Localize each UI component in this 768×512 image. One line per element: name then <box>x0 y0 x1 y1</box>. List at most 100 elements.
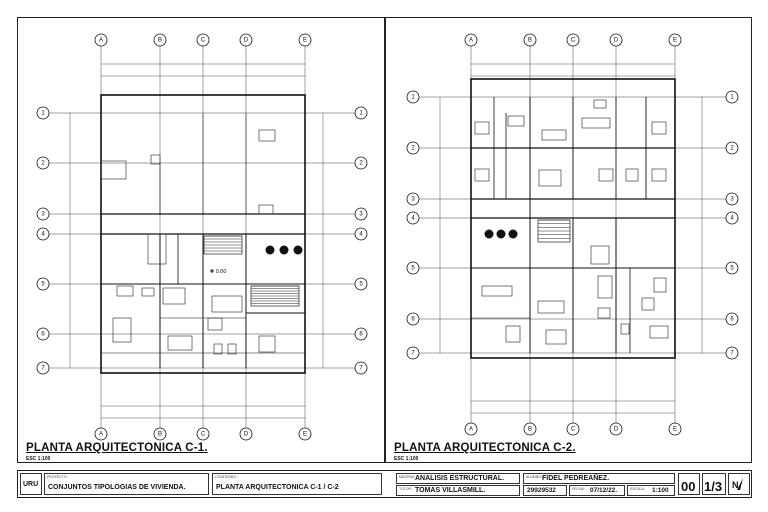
furniture <box>593 99 607 109</box>
grid-bubble-row <box>406 312 420 326</box>
grid-bubble-column <box>239 427 253 441</box>
grid-bubble-row <box>36 277 50 291</box>
furniture <box>598 168 614 182</box>
furniture <box>641 297 655 311</box>
project-label: PROYECTO: <box>47 475 68 479</box>
grid-bubble-column <box>94 33 108 47</box>
grid-bubble-label: 1 <box>41 111 45 117</box>
grid-bubble-label: 4 <box>730 216 734 222</box>
grid-bubble-row <box>725 141 739 155</box>
grid-bubble-label: B <box>528 38 532 44</box>
grid-bubble-label: 5 <box>730 266 734 272</box>
grid-bubble-label: A <box>469 427 473 433</box>
stair <box>203 235 243 255</box>
grid-bubble-label: 1 <box>730 95 734 101</box>
tutor-cell: TUTOR: TOMAS VILLASMILL. <box>396 485 520 496</box>
grid-bubble-row <box>406 211 420 225</box>
grid-bubble-column <box>153 33 167 47</box>
grid-bubble-column <box>523 422 537 436</box>
furniture <box>590 245 610 265</box>
grid-bubble-column <box>153 427 167 441</box>
grid-bubble-row <box>406 90 420 104</box>
furniture <box>597 307 611 319</box>
furniture <box>112 317 132 343</box>
grid-bubble-label: A <box>469 38 473 44</box>
date: 07/12/22. <box>590 487 618 494</box>
grid-bubble-label: 3 <box>359 212 363 218</box>
grid-bubble-label: 6 <box>411 317 415 323</box>
grid-bubble-label: 4 <box>41 232 45 238</box>
furniture <box>258 129 276 142</box>
author-cell: ALUMNO: FIDEL PEDREAÑEZ. <box>523 473 675 484</box>
grid-bubble-row <box>406 346 420 360</box>
plan-c2-scale: ESC 1:100 <box>394 456 419 462</box>
stair <box>537 219 571 243</box>
grid-bubble-label: B <box>528 427 532 433</box>
grid-bubble-label: 4 <box>411 216 415 222</box>
grid-bubble-label: D <box>244 38 249 44</box>
grid-bubble-label: D <box>614 38 619 44</box>
furniture <box>541 129 567 141</box>
furniture <box>227 343 237 355</box>
grid-bubble-label: 2 <box>41 161 45 167</box>
furniture <box>258 335 276 353</box>
grid-bubble-label: 7 <box>411 351 415 357</box>
logo-cell: URU <box>20 473 42 495</box>
author: FIDEL PEDREAÑEZ. <box>542 475 610 482</box>
grid-bubble-row <box>406 141 420 155</box>
grid-bubble-row <box>354 361 368 375</box>
project-name: CONJUNTOS TIPOLOGIAS DE VIVIENDA. <box>48 484 186 491</box>
date-cell: FECHA: 07/12/22. <box>569 485 625 496</box>
sheet-cell: 1/3 <box>702 473 726 495</box>
furniture <box>597 275 613 299</box>
grid-bubble-row <box>36 361 50 375</box>
author-label: ALUMNO: <box>526 475 542 479</box>
scale-label: ESCALA: <box>630 487 645 491</box>
furniture <box>651 168 667 182</box>
grid-bubble-label: 3 <box>730 197 734 203</box>
furniture <box>474 168 490 182</box>
grid-bubble-row <box>725 261 739 275</box>
furniture <box>116 285 134 297</box>
planter-icon <box>265 245 275 255</box>
grid-bubble-label: 3 <box>41 212 45 218</box>
furniture <box>537 300 565 314</box>
grid-bubble-column <box>464 33 478 47</box>
grid-bubble-label: 5 <box>411 266 415 272</box>
grid-bubble-label: 2 <box>411 146 415 152</box>
title-block: URU PROYECTO: CONJUNTOS TIPOLOGIAS DE VI… <box>17 470 752 498</box>
grid-bubble-column <box>609 422 623 436</box>
grid-bubble-column <box>566 33 580 47</box>
furniture <box>625 168 639 182</box>
stair <box>250 285 300 307</box>
furniture <box>211 295 243 313</box>
furniture <box>649 325 669 339</box>
planter-icon <box>496 229 506 239</box>
plan-c1-title: PLANTA ARQUITECTONICA C-1. <box>26 442 208 454</box>
grid-bubble-row <box>36 207 50 221</box>
grid-bubble-row <box>406 261 420 275</box>
plan-c1-scale: ESC 1:100 <box>26 456 51 462</box>
grid-bubble-column <box>523 33 537 47</box>
furniture <box>207 317 223 331</box>
north-cell: N <box>728 473 750 495</box>
grid-bubble-column <box>298 427 312 441</box>
furniture <box>481 285 513 297</box>
scale: 1:100 <box>652 487 669 494</box>
subject-cell: MATERIA: ANALISIS ESTRUCTURAL. <box>396 473 520 484</box>
grid-bubble-label: E <box>673 38 677 44</box>
level-marker: ✚ 0.00 <box>210 268 227 275</box>
grid-bubble-row <box>725 346 739 360</box>
grid-bubble-label: C <box>201 432 206 438</box>
grid-bubble-row <box>725 192 739 206</box>
grid-bubble-row <box>354 207 368 221</box>
grid-bubble-row <box>406 192 420 206</box>
grid-bubble-column <box>196 33 210 47</box>
grid-bubble-label: A <box>99 432 103 438</box>
furniture <box>653 277 667 293</box>
furniture <box>507 115 525 127</box>
